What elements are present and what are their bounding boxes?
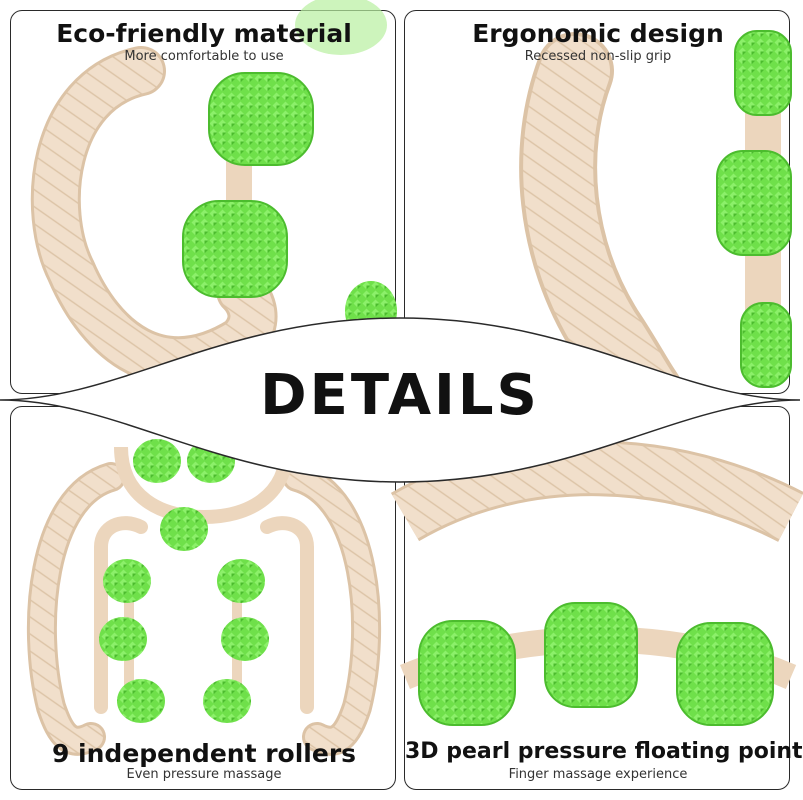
panel-subtitle: More comfortable to use <box>124 49 284 64</box>
panel-subtitle: Even pressure massage <box>126 767 282 782</box>
details-banner-title: DETAILS <box>260 363 540 428</box>
roller-icon <box>208 72 314 166</box>
panel-subtitle: Recessed non-slip grip <box>524 49 672 64</box>
roller-icon <box>544 602 638 708</box>
roller-icon <box>221 617 269 661</box>
roller-icon <box>103 559 151 603</box>
roller-icon <box>716 150 792 256</box>
roller-icon <box>99 617 147 661</box>
roller-icon <box>182 200 288 298</box>
roller-icon <box>217 559 265 603</box>
panel-ergonomic: Ergonomic design Recessed non-slip grip <box>404 10 792 434</box>
massager-closeup-illustration <box>30 0 397 387</box>
roller-icon <box>160 507 208 551</box>
panel-title: Ergonomic design <box>472 19 724 48</box>
panel-nine-rollers: 9 independent rollers Even pressure mass… <box>10 406 396 790</box>
panel-title: Eco-friendly material <box>56 19 352 48</box>
roller-icon <box>117 679 165 723</box>
full-massager-illustration <box>26 439 382 756</box>
panel-title: 9 independent rollers <box>51 739 357 768</box>
roller-icon <box>133 439 181 483</box>
roller-icon <box>203 679 251 723</box>
roller-icon <box>734 30 792 116</box>
panel-title: 3D pearl pressure floating point <box>405 739 803 764</box>
panel-3d-pearl: 3D pearl pressure floating point Finger … <box>390 406 803 790</box>
panel-subtitle: Finger massage experience <box>508 767 688 782</box>
roller-icon <box>418 620 516 726</box>
panel-eco-friendly: Eco-friendly material More comfortable t… <box>10 0 397 394</box>
grip-closeup-illustration <box>519 30 792 434</box>
roller-row-illustration <box>390 440 803 726</box>
roller-icon <box>187 439 235 483</box>
roller-icon <box>676 622 774 726</box>
roller-icon <box>345 281 397 341</box>
